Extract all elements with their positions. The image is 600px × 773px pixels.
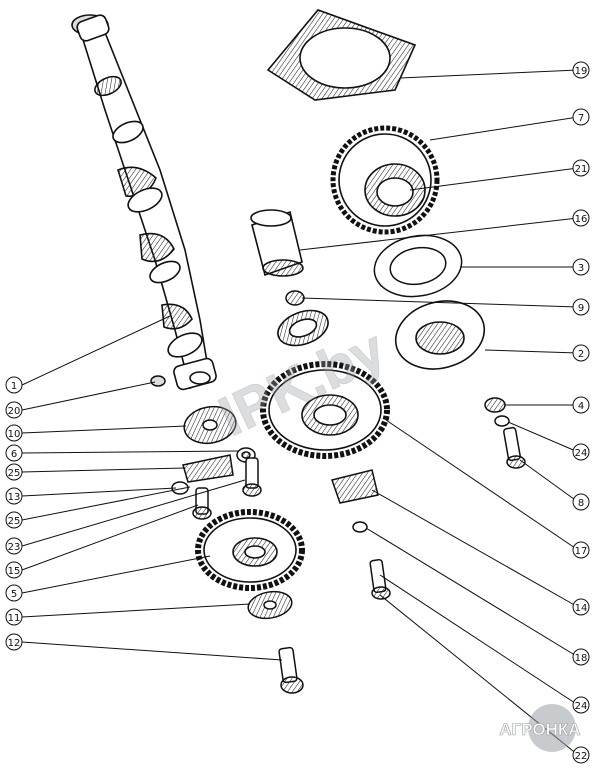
callout-24-a: 24 [572, 443, 590, 461]
svg-text:20: 20 [8, 406, 21, 417]
svg-text:15: 15 [8, 566, 21, 577]
lockplate-part-14 [331, 469, 379, 504]
svg-text:2: 2 [578, 349, 584, 360]
washer-part-11 [247, 590, 293, 620]
svg-text:25: 25 [8, 516, 21, 527]
svg-text:13: 13 [8, 492, 21, 503]
callout-25-a: 25 [5, 463, 23, 481]
thrust-washer [277, 309, 329, 347]
nut-part-9 [285, 290, 305, 306]
gear-part-5 [195, 509, 305, 591]
camshaft [71, 14, 217, 391]
callouts-left: 1 20 10 6 25 13 25 23 15 5 11 12 [5, 376, 23, 651]
callout-21: 21 [572, 159, 590, 177]
gear-part-7 [330, 125, 440, 235]
callout-16: 16 [572, 209, 590, 227]
callout-12: 12 [5, 633, 23, 651]
bolt-part-22 [369, 558, 391, 600]
bolt-part-23 [242, 457, 262, 497]
callout-11: 11 [5, 608, 23, 626]
callout-19: 19 [572, 61, 590, 79]
callout-4: 4 [572, 396, 590, 414]
bolt-part-15 [192, 487, 212, 520]
svg-text:11: 11 [8, 613, 21, 624]
nut-part-4 [484, 397, 506, 413]
svg-text:9: 9 [578, 303, 584, 314]
svg-text:10: 10 [8, 429, 21, 440]
svg-text:21: 21 [575, 164, 588, 175]
flange-part-2 [394, 300, 486, 370]
dowel-part-20 [150, 375, 166, 387]
callout-24-b: 24 [572, 696, 590, 714]
callout-23: 23 [5, 537, 23, 555]
callout-1: 1 [5, 376, 23, 394]
svg-text:5: 5 [11, 589, 17, 600]
washer-part-3 [373, 234, 463, 298]
bolt-part-8 [503, 426, 526, 469]
callout-15: 15 [5, 561, 23, 579]
svg-text:17: 17 [575, 546, 588, 557]
svg-text:3: 3 [578, 263, 584, 274]
bushing-part-16 [250, 209, 304, 277]
svg-text:19: 19 [575, 66, 588, 77]
svg-text:16: 16 [575, 214, 588, 225]
callout-3: 3 [572, 258, 590, 276]
gasket-part-19 [266, 9, 417, 101]
svg-text:24: 24 [575, 448, 588, 459]
callout-9: 9 [572, 298, 590, 316]
callout-18: 18 [572, 648, 590, 666]
svg-text:8: 8 [578, 498, 584, 509]
svg-text:23: 23 [8, 542, 21, 553]
svg-text:12: 12 [8, 638, 21, 649]
corner-watermark-logo: АГРОНКА [499, 704, 581, 752]
svg-text:7: 7 [578, 113, 584, 124]
callout-8: 8 [572, 493, 590, 511]
svg-text:22: 22 [575, 751, 588, 762]
callout-7: 7 [572, 108, 590, 126]
bolt-part-12 [278, 646, 304, 694]
callout-13: 13 [5, 487, 23, 505]
callout-5: 5 [5, 584, 23, 602]
plate-part-10 [183, 405, 237, 445]
svg-text:25: 25 [8, 468, 21, 479]
callout-20: 20 [5, 401, 23, 419]
svg-text:1: 1 [11, 381, 17, 392]
svg-text:6: 6 [11, 449, 17, 460]
callout-17: 17 [572, 541, 590, 559]
svg-text:24: 24 [575, 701, 588, 712]
gear-part-17 [260, 361, 390, 459]
leader-lines [21, 69, 579, 756]
svg-text:4: 4 [578, 401, 584, 412]
callout-2: 2 [572, 344, 590, 362]
callout-25-b: 25 [5, 511, 23, 529]
callouts-right: 19 7 21 16 3 9 2 4 24 8 17 14 18 24 22 [572, 61, 590, 764]
callout-14: 14 [572, 598, 590, 616]
svg-text:18: 18 [575, 653, 588, 664]
washer-part-24-lower [352, 521, 368, 533]
callout-22: 22 [572, 746, 590, 764]
svg-text:АГРОНКА: АГРОНКА [499, 720, 580, 739]
callout-10: 10 [5, 424, 23, 442]
washer-part-24-upper [494, 415, 510, 427]
svg-text:14: 14 [575, 603, 588, 614]
lockplate-part-13 [182, 454, 234, 483]
callout-6: 6 [5, 444, 23, 462]
